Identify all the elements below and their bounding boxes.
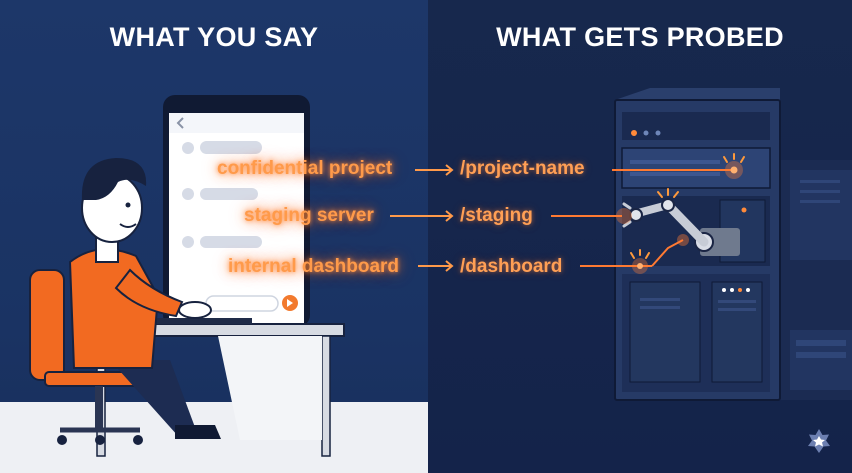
- spoken-phrase-3: internal dashboard: [228, 256, 400, 277]
- phone: [163, 95, 310, 327]
- arrows: [390, 164, 454, 272]
- probed-path-1: /project-name: [460, 158, 585, 179]
- person: [68, 158, 221, 439]
- desk: [81, 318, 345, 457]
- spoken-phrase-2: staging server: [244, 205, 374, 226]
- probed-path-3: /dashboard: [460, 256, 563, 277]
- left-panel-heading: WHAT YOU SAY: [109, 22, 319, 52]
- probed-path-2: /staging: [460, 205, 533, 226]
- connector-lines: [551, 153, 745, 274]
- back-chevron-icon: [176, 117, 184, 129]
- robotic-arm: [622, 188, 740, 256]
- watermark-icon: [808, 429, 830, 453]
- right-panel-heading: WHAT GETS PROBED: [496, 22, 784, 52]
- spoken-phrase-1: confidential project: [217, 158, 393, 179]
